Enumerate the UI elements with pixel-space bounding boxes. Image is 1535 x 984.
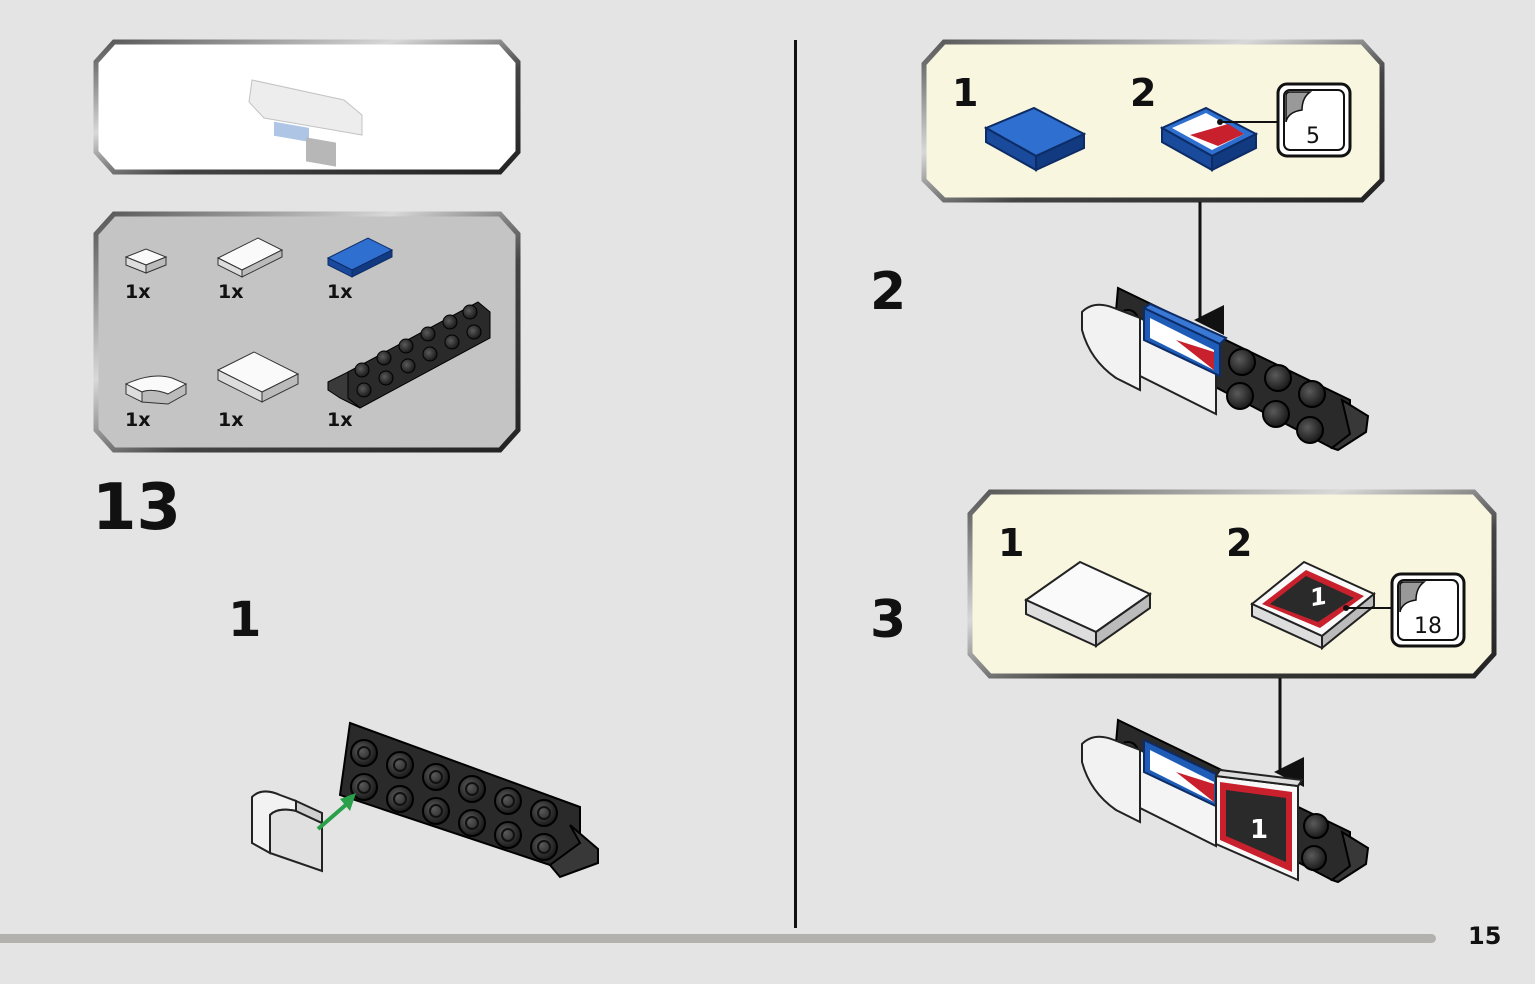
- callout-blue-tile: [983, 106, 1087, 172]
- part-qty: 1x: [327, 409, 353, 431]
- model-preview-box: [93, 39, 521, 175]
- part-white-curved-slope: [124, 375, 188, 405]
- substep-1-illustration: [251, 721, 599, 879]
- callout-item-number: 2: [1130, 71, 1157, 115]
- part-white-tile-1x1: [124, 248, 168, 274]
- step-number: 13: [92, 471, 182, 545]
- substep-2-illustration: [1081, 202, 1370, 452]
- sticker-digit: 1: [1250, 815, 1268, 845]
- parts-list-panel: [93, 211, 521, 453]
- substep-3-callout: [967, 489, 1497, 679]
- part-qty: 1x: [218, 281, 244, 303]
- sticker-icon: [1276, 82, 1352, 158]
- page-divider: [794, 40, 797, 928]
- callout-white-tile-2x2: [1023, 560, 1153, 648]
- substep-number: 1: [228, 592, 262, 648]
- callout-blue-tile-with-sticker: [1159, 106, 1259, 172]
- part-qty: 1x: [125, 281, 151, 303]
- callout-item-number: 1: [998, 521, 1025, 565]
- substep-number: 2: [870, 262, 907, 322]
- page-number: 15: [1468, 922, 1502, 950]
- part-white-tile-2x2: [216, 351, 300, 403]
- sticker-number: 5: [1306, 124, 1320, 149]
- callout-item-number: 2: [1226, 521, 1253, 565]
- callout-decorated-tile-2x2: [1250, 560, 1376, 651]
- part-white-tile-1x2: [216, 237, 284, 278]
- part-black-bracket-plate: [327, 301, 491, 409]
- page-progress-bar: [0, 934, 1436, 943]
- substep-3-illustration: 1: [1081, 678, 1370, 884]
- part-qty: 1x: [327, 281, 353, 303]
- sticker-number: 18: [1414, 614, 1442, 639]
- substep-2-callout: [921, 39, 1385, 203]
- part-qty: 1x: [125, 409, 151, 431]
- sticker-tile-digit: 1: [1310, 581, 1327, 613]
- model-preview-icon: [248, 79, 363, 167]
- callout-item-number: 1: [952, 71, 979, 115]
- sticker-icon: [1390, 572, 1466, 648]
- substep-number: 3: [870, 590, 907, 650]
- part-qty: 1x: [218, 409, 244, 431]
- part-blue-tile-1x2: [326, 237, 394, 278]
